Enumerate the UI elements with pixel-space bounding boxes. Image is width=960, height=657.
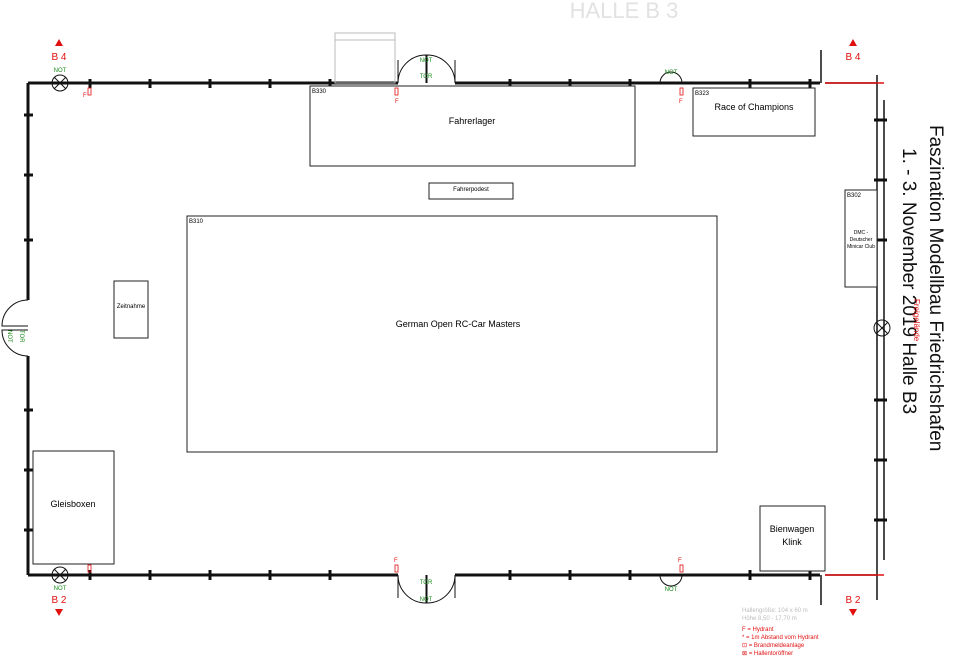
door-not-label: NOT xyxy=(420,597,433,603)
legend-hydrant: F = Hydrant xyxy=(742,627,774,633)
door-not-label: NOT xyxy=(6,330,12,343)
booth-name: Fahrerpodest xyxy=(453,187,489,193)
legend-fire-alarm: ⊡ = Brandmeldeanlage xyxy=(742,643,805,649)
booth-name-3: Minicar Club xyxy=(847,244,875,250)
door-top-right xyxy=(659,71,683,84)
booth-dmc[interactable]: B302 DMC - Deutscher Minicar Club xyxy=(844,189,878,288)
door-bottom-right xyxy=(659,574,683,587)
door-tor-label: TOR xyxy=(420,580,433,586)
booth-code: B302 xyxy=(847,193,862,199)
exit-label: B 2 xyxy=(845,595,860,606)
exit-marker-bottom-left: B 2 xyxy=(51,595,67,616)
event-title: Faszination Modellbau Friedrichshafen xyxy=(925,125,946,451)
booth-name-1: Bienwagen xyxy=(770,524,815,534)
booth-code: B323 xyxy=(695,91,710,97)
door-tor-label: TOR xyxy=(420,74,433,80)
door-left-side xyxy=(1,299,29,357)
gate-lines xyxy=(825,82,884,576)
door-not-label: NOT xyxy=(665,587,678,593)
booth-code: B330 xyxy=(312,89,327,95)
booth-zeitnahme[interactable]: Zeitnahme xyxy=(113,280,149,339)
door-not-label: NOT xyxy=(54,586,67,592)
booth-name: Zeitnahme xyxy=(117,304,146,310)
booth-race-of-champions[interactable]: B323 Race of Champions xyxy=(692,87,816,137)
hall-watermark: HALLE B 3 xyxy=(570,0,679,23)
exit-marker-top-left: B 4 xyxy=(51,39,67,63)
door-not-label: NOT xyxy=(665,70,678,76)
entrance-frame xyxy=(334,32,396,84)
booth-name: German Open RC-Car Masters xyxy=(396,319,521,329)
right-wall xyxy=(820,50,885,605)
exit-marker-top-right: B 4 xyxy=(845,39,861,63)
booth-code: B310 xyxy=(189,219,204,225)
hydrant-mark: F xyxy=(395,99,399,105)
exit-label: B 2 xyxy=(51,595,66,606)
door-not-label: NOT xyxy=(54,68,67,74)
hydrant-mark: F xyxy=(83,93,87,99)
booth-fahrerpodest[interactable]: Fahrerpodest xyxy=(428,182,514,200)
legend-dims1: Hallengröße: 104 x 60 m xyxy=(742,608,808,614)
exit-door-right xyxy=(873,319,891,337)
door-bottom-center xyxy=(397,574,456,604)
hydrant-mark: F xyxy=(678,558,682,564)
door-tor-label: TOR xyxy=(18,330,24,343)
booth-name-1: DMC - xyxy=(854,230,869,236)
hydrant-mark: F xyxy=(394,558,398,564)
freigelaende-label: Freigelände xyxy=(912,299,921,342)
exit-label: B 4 xyxy=(845,52,860,63)
legend-distance: * = 1m Abstand vom Hydrant xyxy=(742,635,819,641)
legend-dims2: Höhe 8,50 - 17,70 m xyxy=(742,616,797,622)
exit-door-top-left xyxy=(51,74,69,92)
booth-gleisboxen[interactable]: Gleisboxen xyxy=(32,450,115,565)
hydrant-mark: F xyxy=(679,99,683,105)
booth-name: Fahrerlager xyxy=(449,116,496,126)
booth-name-2: Klink xyxy=(782,537,802,547)
booth-fahrerlager[interactable]: B330 Fahrerlager xyxy=(309,85,636,167)
door-top-center xyxy=(397,54,456,84)
booth-name-2: Deutscher xyxy=(850,237,873,243)
exit-label: B 4 xyxy=(51,52,66,63)
door-not-label: NOT xyxy=(420,58,433,64)
event-dates: 1. - 3. November 2019 Halle B3 xyxy=(898,148,919,414)
legend: Hallengröße: 104 x 60 m Höhe 8,50 - 17,7… xyxy=(742,608,819,657)
booth-bienwagen[interactable]: Bienwagen Klink xyxy=(759,505,826,572)
exit-marker-bottom-right: B 2 xyxy=(845,595,861,616)
exit-door-bottom-left xyxy=(51,566,69,584)
booth-name: Gleisboxen xyxy=(50,499,95,509)
legend-hall-opener: ⊠ = Hallentoröffner xyxy=(742,651,793,657)
hydrants xyxy=(87,87,684,573)
booth-german-open[interactable]: B310 German Open RC-Car Masters xyxy=(186,215,718,453)
booth-name: Race of Champions xyxy=(714,102,794,112)
